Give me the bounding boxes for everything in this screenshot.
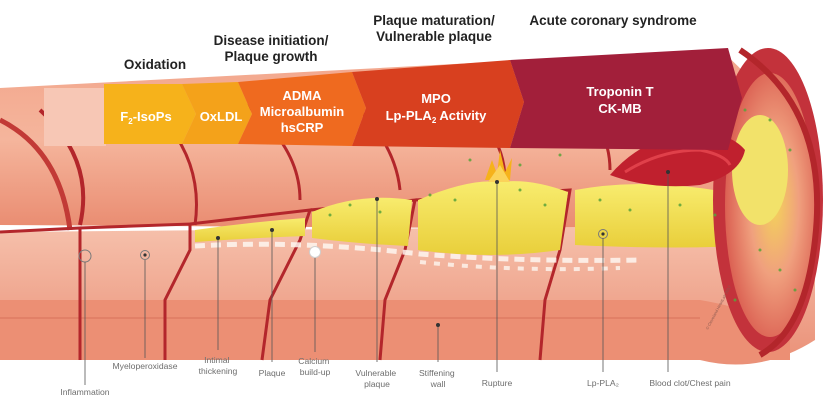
arrow-plaque-growth xyxy=(238,72,366,146)
arrow-plaque-maturation xyxy=(352,60,524,148)
stage-title-vulnerable-plaque: Vulnerable plaque xyxy=(376,29,492,44)
arrow-markers: F2-IsoPs OxLDL ADMA Microalbumin hsCRP M… xyxy=(120,84,653,135)
label-lp-pla2: Lp-PLA₂ xyxy=(587,378,619,388)
arrow-oxldl xyxy=(182,82,252,144)
arrow-acute-coronary xyxy=(510,48,742,150)
marker-microalbumin: Microalbumin xyxy=(260,104,345,119)
arrow-band xyxy=(44,48,742,150)
marker-f2-isops: F2-IsoPs xyxy=(120,109,171,126)
marker-mpo: MPO xyxy=(421,91,451,106)
callout-leaders xyxy=(84,170,670,385)
stage-title-oxidation: Oxidation xyxy=(124,57,186,72)
marker-ck-mb: CK-MB xyxy=(598,101,641,116)
label-myeloperoxidase: Myeloperoxidase xyxy=(113,361,178,371)
label-stiffening-wall: Stiffening wall xyxy=(419,368,457,389)
callout-labels: Inflammation Myeloperoxidase Intimal thi… xyxy=(60,355,730,397)
marker-troponin-t: Troponin T xyxy=(586,84,653,99)
stage-title-disease-initiation: Disease initiation/ xyxy=(214,33,329,48)
label-blood-clot-chest-pain: Blood clot/Chest pain xyxy=(649,378,730,388)
marker-oxldl: OxLDL xyxy=(200,109,243,124)
label-calcium-build-up: Calcium build-up xyxy=(298,356,331,377)
marker-hscrp: hsCRP xyxy=(281,120,324,135)
label-rupture: Rupture xyxy=(482,378,513,388)
label-inflammation: Inflammation xyxy=(60,387,109,397)
stage-title-plaque-maturation: Plaque maturation/ xyxy=(373,13,495,28)
label-plaque: Plaque xyxy=(259,368,286,378)
arrow-oxidation xyxy=(104,84,196,144)
label-vulnerable-plaque: Vulnerable plaque xyxy=(355,368,398,389)
marker-lp-pla2-activity: Lp-PLA2 Activity xyxy=(386,108,488,125)
stage-title-acute-coronary-syndrome: Acute coronary syndrome xyxy=(529,13,697,28)
label-intimal-thickening: Intimal thickening xyxy=(199,355,238,376)
stage-titles: Oxidation Disease initiation/ Plaque gro… xyxy=(124,13,697,72)
stage-title-plaque-growth: Plaque growth xyxy=(224,49,317,64)
marker-adma: ADMA xyxy=(283,88,323,103)
